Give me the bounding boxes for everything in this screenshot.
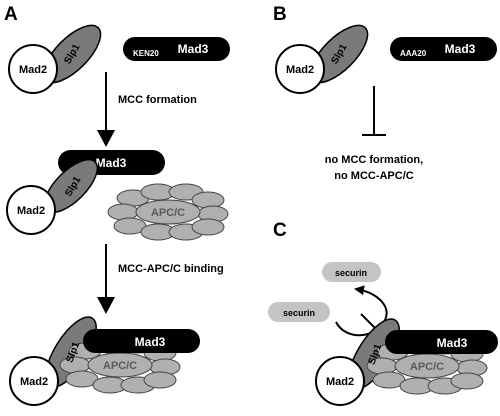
mad2-circle-b: Mad2	[275, 44, 325, 94]
mad3-bar-c: Mad3	[385, 330, 498, 354]
apcc-label-c: APC/C	[410, 361, 444, 373]
securin-left: securin	[268, 302, 330, 322]
panel-c-label: C	[273, 220, 287, 241]
securin-top: securin	[322, 262, 381, 282]
mad3-label-b: Mad3	[445, 42, 476, 56]
mad3-bar-b: AAA20 Mad3	[390, 37, 497, 61]
mad3-label-a2: Mad3	[96, 156, 127, 170]
apcc-label-a2: APC/C	[151, 207, 185, 219]
result-line-2: no MCC-APC/C	[334, 170, 413, 182]
slp1-shape-a2: Slp1	[43, 158, 99, 214]
aaa-motif-label: AAA20	[400, 49, 427, 58]
mad3-bar-a3: Mad3	[83, 329, 200, 353]
mad2-circle-a1: Mad2	[8, 44, 58, 94]
mad2-label-a1: Mad2	[19, 64, 47, 76]
mad3-label-c: Mad3	[437, 336, 468, 350]
mad2-circle-a2: Mad2	[6, 185, 56, 235]
panel-a-label: A	[4, 4, 18, 25]
arrow-mcc-apcc-binding	[97, 244, 115, 314]
result-line-1: no MCC formation,	[325, 154, 423, 166]
mad3-label-a3: Mad3	[135, 335, 166, 349]
panel-b-label: B	[273, 4, 287, 25]
mad3-bar-a1: KEN20 Mad3	[123, 37, 230, 61]
step-mcc-formation: MCC formation	[118, 94, 197, 106]
mad2-circle-a3: Mad2	[9, 356, 59, 406]
mad2-label-c: Mad2	[326, 376, 354, 388]
mad2-circle-c: Mad2	[315, 356, 365, 406]
securin-top-label: securin	[335, 268, 367, 278]
mad2-label-b: Mad2	[286, 64, 314, 76]
step-mcc-apcc-binding: MCC-APC/C binding	[118, 263, 224, 275]
securin-left-label: securin	[283, 308, 315, 318]
inhibition-symbol-b	[362, 86, 386, 136]
mad2-label-a2: Mad2	[17, 205, 45, 217]
mad2-label-a3: Mad2	[20, 376, 48, 388]
ken-motif-label: KEN20	[133, 49, 159, 58]
apcc-label-a3: APC/C	[103, 360, 137, 372]
arrow-mcc-formation	[97, 72, 115, 147]
mad3-label-a1: Mad3	[178, 42, 209, 56]
